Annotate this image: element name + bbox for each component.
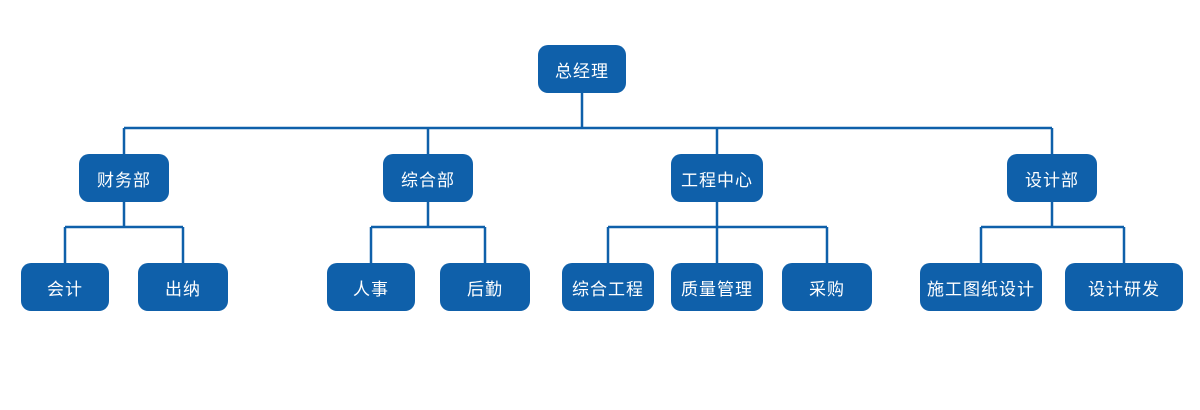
connector-engineering-branch <box>606 202 829 263</box>
org-node-procurement: 采购 <box>782 263 872 311</box>
connector-root-rail <box>122 93 1054 154</box>
org-node-general-dept: 综合部 <box>383 154 473 202</box>
org-node-finance-dept: 财务部 <box>79 154 169 202</box>
connector-design-branch <box>979 202 1126 263</box>
connector-general-branch <box>369 202 487 263</box>
org-node-design-dept: 设计部 <box>1007 154 1097 202</box>
org-node-cashier: 出纳 <box>138 263 228 311</box>
connector-finance-branch <box>63 202 185 263</box>
org-node-quality-management: 质量管理 <box>671 263 763 311</box>
org-node-logistics: 后勤 <box>440 263 530 311</box>
org-node-general-manager: 总经理 <box>538 45 626 93</box>
org-node-comprehensive-engineering: 综合工程 <box>562 263 654 311</box>
org-node-construction-drawing-design: 施工图纸设计 <box>920 263 1042 311</box>
org-node-accounting: 会计 <box>21 263 109 311</box>
org-node-hr: 人事 <box>327 263 415 311</box>
org-node-design-rnd: 设计研发 <box>1065 263 1183 311</box>
org-node-engineering-center: 工程中心 <box>671 154 763 202</box>
